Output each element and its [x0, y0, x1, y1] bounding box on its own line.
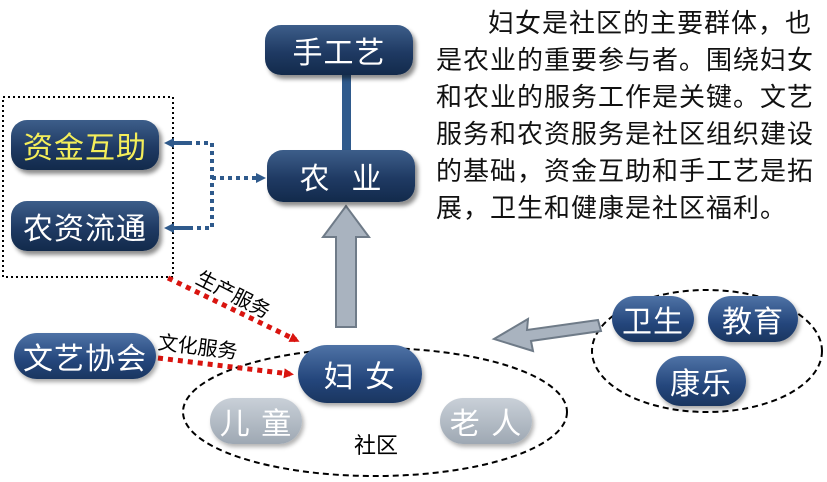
children-label: 儿 童 [219, 407, 293, 442]
welfare-ellipse [591, 289, 823, 413]
agriculture-node[interactable]: 农 业 [267, 150, 415, 202]
mutual-fund-label: 资金互助 [23, 131, 147, 166]
input-circulation-node[interactable]: 农资流通 [11, 201, 159, 251]
handicraft-label: 手工艺 [292, 36, 386, 71]
women-node[interactable]: 妇 女 [298, 345, 422, 403]
women-agri-arrow [321, 204, 371, 328]
input-circulation-label: 农资流通 [23, 212, 147, 247]
handicraft-node[interactable]: 手工艺 [265, 25, 413, 75]
group-frame [2, 96, 174, 278]
cultural-service-arrow [157, 355, 294, 379]
education-node[interactable]: 教育 [708, 296, 798, 342]
health-node[interactable]: 卫生 [612, 296, 694, 342]
mutual-fund-node[interactable]: 资金互助 [11, 120, 159, 170]
agriculture-label: 农 业 [299, 162, 383, 197]
description-paragraph: 妇女是社区的主要群体，也是农业的重要参与者。围绕妇女和农业的服务工作是关键。文艺… [436, 9, 815, 224]
children-node[interactable]: 儿 童 [210, 398, 302, 444]
recreation-label: 康乐 [670, 367, 732, 402]
recreation-node[interactable]: 康乐 [656, 356, 746, 406]
elderly-label: 老 人 [449, 407, 523, 442]
production-service-arrow [166, 275, 300, 343]
women-label: 妇 女 [323, 360, 397, 395]
arts-association-label: 文艺协会 [23, 342, 147, 377]
handicraft-agri-connector [342, 75, 351, 150]
elderly-node[interactable]: 老 人 [440, 398, 532, 444]
health-label: 卫生 [622, 305, 684, 340]
arts-association-node[interactable]: 文艺协会 [14, 333, 156, 379]
finance-bracket-line [172, 141, 214, 230]
welfare-community-arrow [491, 317, 603, 353]
education-label: 教育 [722, 305, 784, 340]
community-label: 社区 [354, 434, 399, 459]
